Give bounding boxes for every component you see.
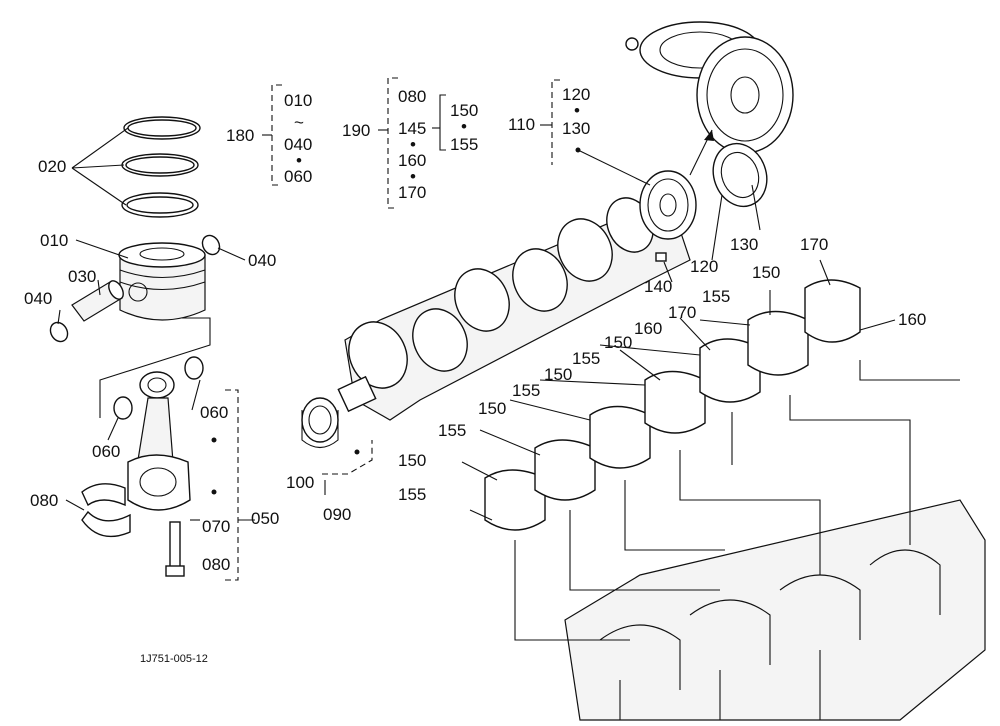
label-110: 110 <box>508 115 535 134</box>
label-190-item: 160 <box>398 151 426 170</box>
label-180-item: 060 <box>284 167 312 186</box>
leader-120 <box>711 194 723 261</box>
bracket-190 <box>387 77 398 209</box>
label-030: 030 <box>68 267 96 286</box>
label-020: 020 <box>38 157 66 176</box>
label-040: 040 <box>248 251 276 270</box>
leader-010 <box>75 239 129 259</box>
label-110-item: 120 <box>562 85 590 104</box>
label-160: 160 <box>634 319 662 338</box>
label-150: 150 <box>544 365 572 384</box>
label-155: 155 <box>702 287 730 306</box>
label-170: 170 <box>800 235 828 254</box>
leader-060a <box>107 417 119 441</box>
label-040: 040 <box>24 289 52 308</box>
label-155: 155 <box>398 485 426 504</box>
label-180-item: ~ <box>294 113 304 132</box>
leader-030 <box>97 279 101 296</box>
bracket-190-sub <box>439 94 446 151</box>
label-060: 060 <box>200 403 228 422</box>
crank-gear-bracket <box>322 440 373 475</box>
label-190-sub: 150 <box>450 101 478 120</box>
label-150: 150 <box>752 263 780 282</box>
label-070: 070 <box>202 517 230 536</box>
label-190-sub: 155 <box>450 135 478 154</box>
crank-sprocket-drawing <box>639 170 697 240</box>
snap-rings-drawing <box>49 234 221 343</box>
bracket-110 <box>551 79 560 165</box>
timing-gears-drawing <box>625 21 794 154</box>
crank-gear-drawing <box>301 397 339 449</box>
connecting-rod-drawing <box>127 371 191 511</box>
label-155: 155 <box>572 349 600 368</box>
label-120: 120 <box>690 257 718 276</box>
label-080: 080 <box>202 555 230 574</box>
piston-drawing <box>118 242 206 321</box>
label-010: 010 <box>40 231 68 250</box>
piston-pin-drawing <box>71 280 124 322</box>
label-190-item: • <box>410 135 416 154</box>
piston-leader-bracket <box>99 317 211 418</box>
leader-040a <box>217 247 246 261</box>
part-labels: 020 010 040 030 040 060 060 080 070 050 … <box>24 85 926 665</box>
label-190-sub: • <box>461 117 467 136</box>
label-130: 130 <box>730 235 758 254</box>
leader-110 <box>577 149 651 186</box>
label-190-item: 145 <box>398 119 426 138</box>
label-110-item: • <box>574 101 580 120</box>
piston-rings-drawing <box>121 116 201 218</box>
label-160: 160 <box>898 310 926 329</box>
label-090: 090 <box>323 505 351 524</box>
label-180-item: 010 <box>284 91 312 110</box>
crankshaft-drawing <box>337 197 691 421</box>
label-190-item: • <box>410 167 416 186</box>
label-155: 155 <box>512 381 540 400</box>
small-end-bushings-drawing <box>113 356 204 420</box>
label-190-item: 170 <box>398 183 426 202</box>
key-drawing <box>655 252 667 262</box>
diagram-code: 1J751-005-12 <box>140 653 208 665</box>
label-060: 060 <box>92 442 120 461</box>
label-180: 180 <box>226 126 254 145</box>
label-110-item: 130 <box>562 119 590 138</box>
label-155: 155 <box>438 421 466 440</box>
leader-140 <box>663 261 673 283</box>
crankcase-drawing <box>564 499 986 721</box>
leader-020 <box>71 127 129 206</box>
leader-130 <box>751 184 761 231</box>
leader-040b <box>57 309 61 325</box>
label-150: 150 <box>604 333 632 352</box>
label-100: 100 <box>286 473 314 492</box>
bearing-leaders <box>461 259 896 521</box>
rod-bearing-drawing <box>81 483 131 538</box>
label-180-item: • <box>296 151 302 170</box>
main-bearings-drawing <box>484 279 861 531</box>
label-190-item: 080 <box>398 87 426 106</box>
label-150: 150 <box>478 399 506 418</box>
block-leader-lines <box>514 360 960 641</box>
label-170: 170 <box>668 303 696 322</box>
label-080: 080 <box>30 491 58 510</box>
label-150: 150 <box>398 451 426 470</box>
rod-bolt-drawing <box>165 521 185 577</box>
leader-060b <box>191 379 201 411</box>
label-050: 050 <box>251 509 279 528</box>
label-190: 190 <box>342 121 370 140</box>
leader-080a <box>65 499 85 511</box>
label-180-item: 040 <box>284 135 312 154</box>
label-140: 140 <box>644 277 672 296</box>
bracket-180 <box>271 84 282 186</box>
